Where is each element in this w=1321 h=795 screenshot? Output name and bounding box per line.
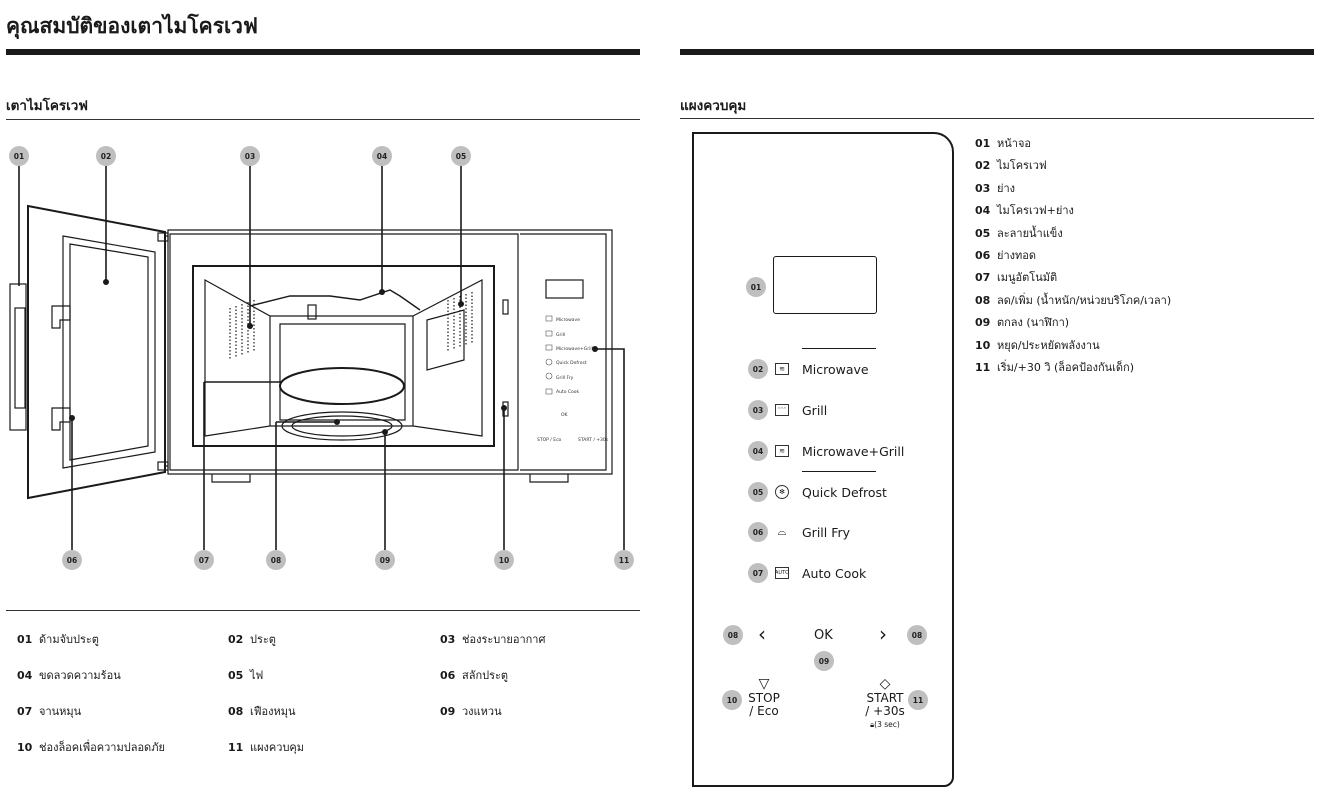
mini-label-quick-defrost: Quick Defrost (556, 360, 587, 366)
callout-mode: 02 (748, 359, 768, 379)
grill-icon: ᵔᵔᵔ (775, 404, 789, 416)
callout-mode: 03 (748, 400, 768, 420)
callout-mode: 07 (748, 563, 768, 583)
mode-button-auto-cook[interactable]: 07 AUTO Auto Cook (748, 563, 866, 583)
mini-label-stop: STOP / Eco (537, 437, 562, 443)
legend-rule (6, 610, 640, 611)
callout-02: 02 (96, 146, 116, 166)
page-title: คุณสมบัติของเตาไมโครเวฟ (6, 14, 258, 38)
callout-ok: 09 (814, 651, 834, 671)
mode-button-grill-fry[interactable]: 06 ⌓ Grill Fry (748, 522, 850, 542)
mini-label-microwave: Microwave (556, 317, 580, 323)
mode-button-grill[interactable]: 03 ᵔᵔᵔ Grill (748, 400, 827, 420)
stop-label: STOP (748, 691, 780, 705)
oven-section-rule (6, 119, 640, 120)
mini-label-microwave-grill: Microwave+Grill (556, 346, 593, 352)
mini-label-ok: OK (561, 412, 569, 418)
plus30-label: / +30s (865, 704, 905, 718)
panel-divider-mid (802, 471, 876, 472)
microwave-icon: ≋ (775, 363, 789, 375)
display-screen (773, 256, 877, 314)
auto-icon: AUTO (775, 567, 789, 579)
callout-display: 01 (746, 277, 766, 297)
mode-button-quick-defrost[interactable]: 05 ✻ Quick Defrost (748, 482, 887, 502)
snowflake-icon: ✻ (775, 485, 789, 499)
microwave-grill-icon: ≋ (775, 445, 789, 457)
callout-nav-left: 08 (723, 625, 743, 645)
panel-section-rule (680, 118, 1314, 119)
callout-start: 11 (908, 690, 928, 710)
chevron-left-icon[interactable]: ‹ (758, 622, 766, 646)
callout-01: 01 (9, 146, 29, 166)
mode-button-microwave[interactable]: 02 ≋ Microwave (748, 359, 869, 379)
chevron-right-icon[interactable]: › (879, 622, 887, 646)
mini-label-grill-fry: Grill Fry (556, 375, 574, 381)
callout-05: 05 (451, 146, 471, 166)
panel-divider-top (802, 348, 876, 349)
title-rule-left (6, 49, 640, 55)
eco-label: / Eco (749, 704, 779, 718)
callout-09: 09 (375, 550, 395, 570)
mini-label-grill: Grill (556, 332, 565, 338)
ok-button[interactable]: OK (814, 628, 833, 643)
stop-icon: ▽ (758, 676, 770, 692)
callout-06: 06 (62, 550, 82, 570)
callout-mode: 06 (748, 522, 768, 542)
mode-label: Microwave (802, 361, 869, 377)
oven-diagram: Microwave Grill Microwave+Grill Quick De… (9, 166, 625, 550)
control-panel-frame (692, 132, 954, 787)
title-rule-right (680, 49, 1314, 55)
callout-10: 10 (494, 550, 514, 570)
callout-nav-right: 08 (907, 625, 927, 645)
mini-label-auto-cook: Auto Cook (556, 389, 580, 395)
callout-08: 08 (266, 550, 286, 570)
panel-section-title: แผงควบคุม (680, 98, 747, 114)
start-icon: ◇ (879, 676, 891, 692)
stop-eco-button[interactable]: ▽ STOP / Eco (744, 676, 784, 718)
oven-section-title: เตาไมโครเวฟ (6, 98, 88, 114)
mode-label: Grill Fry (802, 524, 851, 540)
grill-fry-icon: ⌓ (777, 525, 787, 538)
mode-label: Quick Defrost (802, 484, 887, 500)
lock-duration-label: (3 sec) (874, 720, 900, 729)
callout-mode: 04 (748, 441, 768, 461)
mini-label-start: START / +30s (578, 437, 609, 443)
callout-07: 07 (194, 550, 214, 570)
callout-04: 04 (372, 146, 392, 166)
mode-label: Grill (802, 402, 828, 418)
start-label: START (866, 691, 904, 705)
callout-stop: 10 (722, 690, 742, 710)
callout-03: 03 (240, 146, 260, 166)
callout-mode: 05 (748, 482, 768, 502)
mode-label: Microwave+Grill (802, 443, 905, 459)
start-button[interactable]: ◇ START / +30s 🔒︎(3 sec) (860, 676, 910, 731)
callout-11: 11 (614, 550, 634, 570)
mode-label: Auto Cook (802, 565, 867, 581)
mode-button-microwave-grill[interactable]: 04 ≋ Microwave+Grill (748, 441, 904, 461)
lock-icon: 🔒︎ (870, 720, 875, 729)
